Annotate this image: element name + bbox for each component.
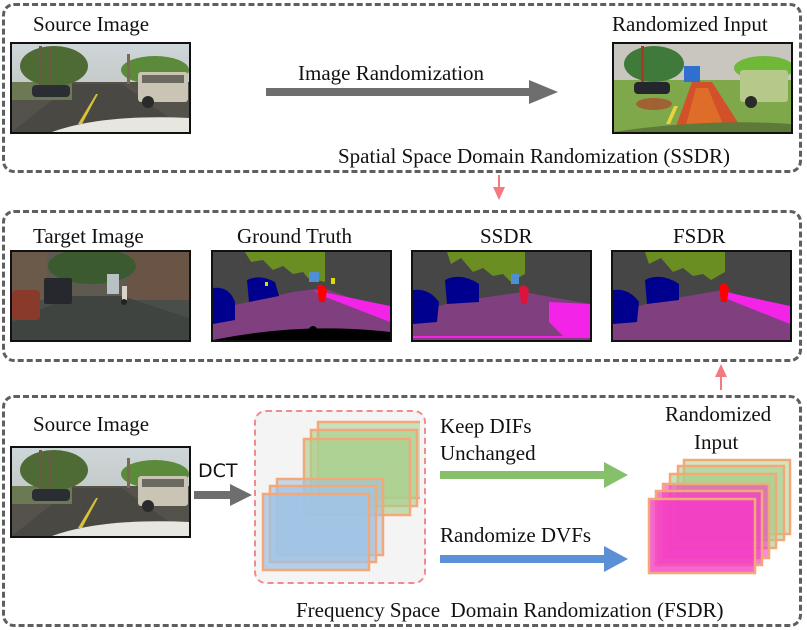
ground-truth-segmentation	[211, 250, 392, 342]
ssdr-panel	[2, 3, 802, 173]
dvf-layer-1	[261, 492, 371, 572]
image-randomization-arrow	[266, 80, 558, 104]
ssdr-randomized-image	[612, 42, 793, 134]
target-image-label: Target Image	[33, 224, 144, 248]
randomize-dvfs-label: Randomize DVFs	[440, 523, 592, 547]
dct-label: DCT	[198, 460, 238, 482]
dct-arrow	[194, 484, 252, 506]
keep-difs-arrow	[440, 462, 628, 488]
ssdr-source-image	[10, 42, 191, 134]
ssdr-caption: Spatial Space Domain Randomization (SSDR…	[338, 144, 730, 168]
target-image	[10, 250, 191, 342]
ground-truth-label: Ground Truth	[237, 224, 352, 248]
fsdr-to-results-arrow	[715, 364, 727, 390]
segmentation-map	[413, 252, 590, 340]
cityscapes-street-image	[12, 252, 189, 340]
randomized-dvf-layer-1	[647, 497, 757, 575]
frequency-layers-stack	[261, 420, 420, 572]
randomized-street-image	[614, 44, 791, 132]
image-randomization-label: Image Randomization	[298, 61, 485, 85]
keep-difs-label-line2: Unchanged	[440, 441, 536, 465]
segmentation-map	[213, 252, 390, 340]
fsdr-result-label: FSDR	[673, 224, 726, 248]
street-scene-gta-image	[12, 44, 189, 132]
randomized-layers-stack	[647, 458, 792, 575]
fsdr-output-label-line1: Randomized	[665, 402, 772, 426]
keep-difs-label-line1: Keep DIFs	[440, 414, 532, 438]
fsdr-segmentation-result	[611, 250, 792, 342]
ssdr-to-results-arrow	[493, 175, 505, 200]
ssdr-source-label: Source Image	[33, 12, 150, 36]
results-panel	[2, 210, 802, 362]
fsdr-source-image	[10, 446, 191, 538]
ssdr-result-label: SSDR	[480, 224, 533, 248]
fsdr-caption: Frequency Space Domain Randomization (FS…	[296, 598, 724, 622]
ssdr-output-label: Randomized Input	[612, 12, 768, 36]
ssdr-segmentation-result	[411, 250, 592, 342]
fsdr-output-label-line2: Input	[694, 430, 739, 454]
randomize-dvfs-arrow	[440, 546, 628, 572]
fsdr-panel	[2, 395, 802, 627]
fsdr-source-label: Source Image	[33, 412, 150, 436]
segmentation-map	[613, 252, 790, 340]
street-scene-gta-image	[12, 448, 189, 536]
